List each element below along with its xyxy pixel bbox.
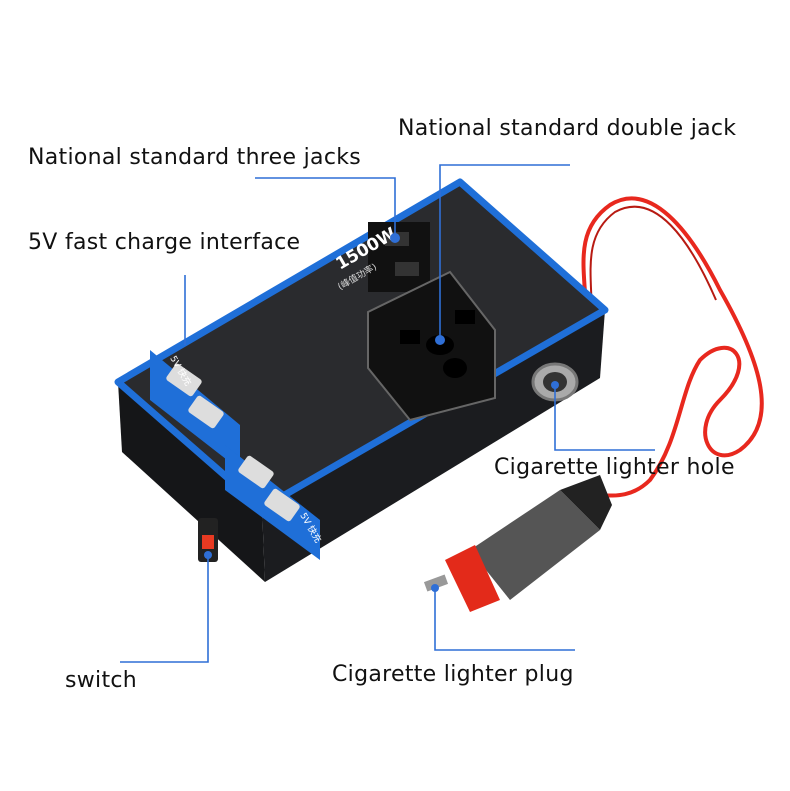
cigarette-lighter-plug [423,475,612,612]
usb-port [188,395,224,429]
label-double-jack: National standard double jack [398,116,737,141]
device-side-face [262,310,605,582]
label-three-jacks: National standard three jacks [28,145,362,170]
leader-lines [120,164,655,663]
label-fast-charge: 5V fast charge interface [28,230,301,255]
usb-port [166,363,202,397]
label-lighter-hole: Cigarette lighter hole [494,455,735,480]
leader-dots [204,233,559,592]
label-switch: switch [65,668,138,693]
device-front-face [118,382,265,582]
power-cable [578,196,764,498]
label-lighter-plug: Cigarette lighter plug [332,662,574,687]
usb-port [264,488,300,522]
usb-port [238,455,274,489]
